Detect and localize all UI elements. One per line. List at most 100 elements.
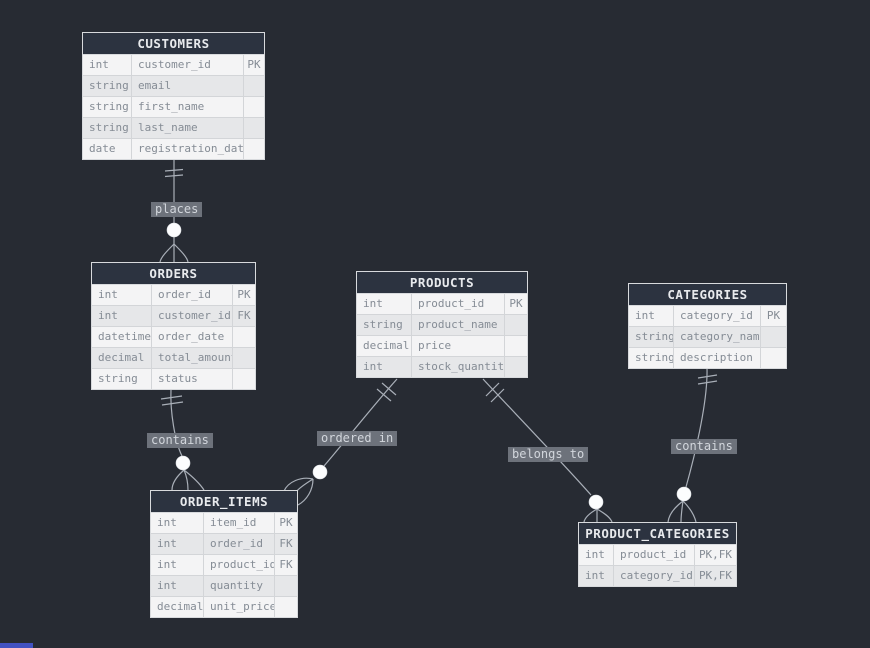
cell-type: string [83, 76, 132, 96]
table-title[interactable]: ORDERS [92, 263, 255, 285]
cell-name: quantity [204, 576, 275, 596]
cell-type: datetime [92, 327, 152, 347]
connector-belongs-to[interactable] [482, 378, 613, 523]
connector-contains-categories[interactable] [667, 367, 718, 523]
table-title[interactable]: CATEGORIES [629, 284, 786, 306]
cell-name: unit_price [204, 597, 275, 617]
cell-type: string [83, 97, 132, 117]
cell-name: order_date [152, 327, 233, 347]
cell-name: product_id [614, 545, 695, 565]
cell-key: PK [237, 288, 251, 301]
cell-type: string [92, 369, 152, 389]
many-node-dot [676, 486, 692, 502]
table-title[interactable]: PRODUCT_CATEGORIES [579, 523, 736, 545]
cell-type: int [151, 576, 204, 596]
cell-type: string [629, 327, 674, 347]
cell-name: customer_id [152, 306, 233, 326]
cell-name: product_id [204, 555, 275, 575]
cell-key [244, 97, 264, 117]
cell-type: decimal [92, 348, 152, 368]
cell-name: category_name [674, 327, 761, 347]
cell-key: FK [237, 309, 251, 322]
cell-key: FK [279, 558, 293, 571]
cell-name: order_id [204, 534, 275, 554]
cell-key: PK [766, 309, 781, 322]
cell-key [244, 139, 264, 159]
cell-name: stock_quantity [412, 357, 505, 377]
relationship-label-contains-categories[interactable]: contains [671, 439, 737, 454]
cell-name: first_name [132, 97, 244, 117]
relationship-label-places[interactable]: places [151, 202, 203, 217]
cell-key [244, 76, 264, 96]
cell-key [244, 118, 264, 138]
cell-key: FK [279, 537, 293, 550]
cell-name: item_id [204, 513, 275, 533]
relationship-label-ordered-in[interactable]: ordered in [317, 431, 398, 446]
cell-key: PK [247, 58, 261, 71]
relationship-label-belongs-to[interactable]: belongs to [508, 447, 589, 462]
cell-type: int [151, 513, 204, 533]
cell-type: string [357, 315, 412, 335]
cell-name: product_id [412, 294, 505, 314]
cell-name: customer_id [132, 55, 244, 75]
cell-key [505, 315, 527, 335]
cell-type: decimal [357, 336, 412, 356]
bottom-left-accent-bar [0, 643, 33, 648]
cell-key: PK,FK [698, 569, 733, 582]
connector-contains-orders[interactable] [160, 388, 205, 491]
cell-name: last_name [132, 118, 244, 138]
cell-type: string [83, 118, 132, 138]
cell-name: status [152, 369, 233, 389]
cell-type: string [629, 348, 674, 368]
cell-key [275, 576, 297, 596]
cell-type: int [629, 306, 674, 326]
cell-type: decimal [151, 597, 204, 617]
cell-key [505, 336, 527, 356]
many-node-dot [166, 222, 182, 238]
cell-name: registration_date [132, 139, 244, 159]
cell-name: email [132, 76, 244, 96]
table-title[interactable]: CUSTOMERS [83, 33, 264, 55]
cell-type: int [83, 55, 132, 75]
cell-name: order_id [152, 285, 233, 305]
cell-type: int [151, 555, 204, 575]
cell-type: int [357, 357, 412, 377]
cell-key [233, 327, 255, 347]
relationship-label-contains-orders[interactable]: contains [147, 433, 213, 448]
cell-name: category_id [614, 566, 695, 586]
cell-key [761, 348, 786, 368]
table-title[interactable]: ORDER_ITEMS [151, 491, 297, 513]
cell-key: PK [279, 516, 293, 529]
table-title[interactable]: PRODUCTS [357, 272, 527, 294]
many-node-dot [588, 494, 604, 510]
cell-key [233, 348, 255, 368]
many-node-dot [312, 464, 328, 480]
cell-name: description [674, 348, 761, 368]
cell-type: int [579, 545, 614, 565]
